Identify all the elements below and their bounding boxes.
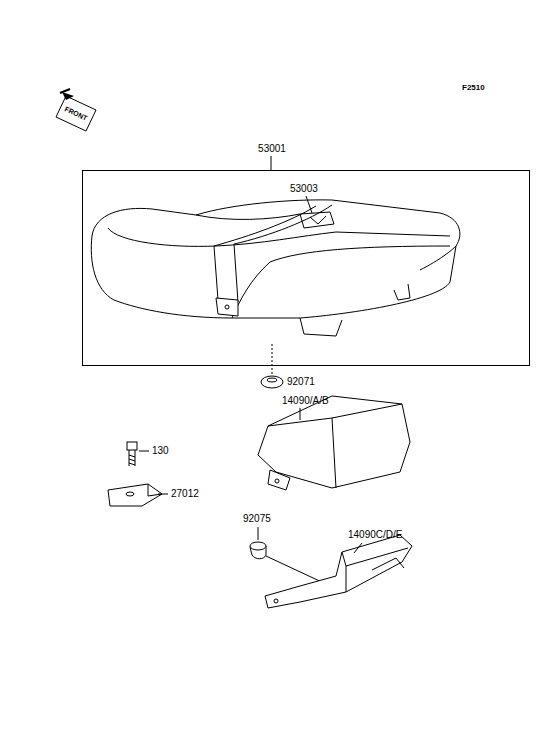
leader-line	[354, 543, 362, 553]
callout-number: 27012	[171, 489, 199, 499]
leader-line	[271, 156, 272, 170]
callout-number: 14090C/D/E	[348, 530, 402, 540]
leader-line	[139, 451, 149, 452]
leader-line	[158, 494, 168, 495]
grommet	[261, 344, 283, 388]
callout-number: 14090/A/B	[282, 396, 329, 406]
callout-number: 92071	[287, 377, 315, 387]
bolt	[127, 442, 137, 466]
leader-line	[306, 196, 312, 213]
callout-number: 53003	[290, 184, 318, 194]
leader-line	[258, 527, 259, 540]
figure-code: F2510	[462, 84, 485, 92]
callout-number: 53001	[258, 144, 286, 154]
front-arrow-icon	[56, 89, 96, 131]
callout-number: 92075	[243, 514, 271, 524]
bracket	[108, 484, 162, 506]
seat	[91, 200, 460, 336]
grommet	[250, 542, 326, 584]
callout-number: 130	[152, 446, 169, 456]
leader-line	[300, 408, 301, 420]
grab-rail	[265, 535, 412, 608]
seat-cover	[258, 396, 410, 490]
seat-group-box: 53001	[82, 170, 530, 366]
